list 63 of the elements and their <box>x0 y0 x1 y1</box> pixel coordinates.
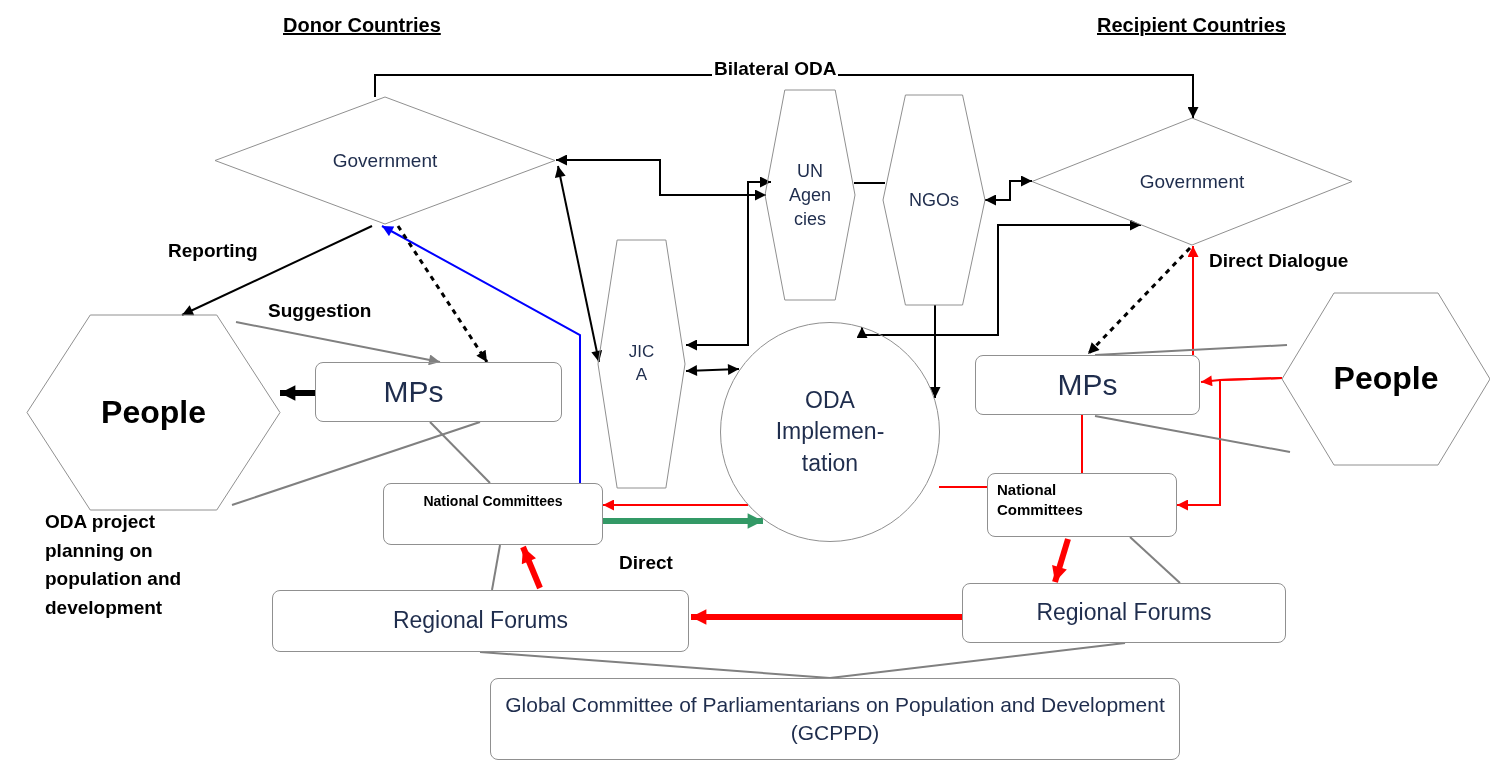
arrow <box>235 321 441 366</box>
node-label: NGOs <box>908 188 960 212</box>
note-text: ODA project planning on population and development <box>45 510 183 620</box>
arrow <box>181 225 373 316</box>
connector-line <box>1094 415 1291 453</box>
hexagon-shape <box>1282 293 1490 465</box>
arrow <box>685 363 740 377</box>
rounded-rectangle <box>975 355 1200 415</box>
arrow <box>520 545 543 590</box>
node-label: Regional Forums <box>391 606 570 636</box>
diamond-shape <box>1032 118 1352 245</box>
rounded-rectangle <box>490 678 1180 760</box>
rounded-rectangle <box>962 583 1286 643</box>
node-label: Regional Forums <box>1035 598 1213 628</box>
node-label: MPs <box>1056 366 1119 403</box>
arrow <box>929 304 941 399</box>
connector-line <box>479 651 831 679</box>
hexagon-shape <box>883 95 985 305</box>
arrow <box>396 225 489 363</box>
connector-line <box>1129 536 1181 584</box>
connector-line <box>1094 344 1288 356</box>
node-label: JIC A <box>627 341 656 386</box>
connector-line <box>429 421 491 484</box>
node-label: Government <box>331 148 439 173</box>
arrow <box>602 499 749 511</box>
arrow <box>1052 538 1071 583</box>
connector-line <box>231 421 481 506</box>
node-label: Government <box>1138 169 1246 194</box>
node-label: National Committees <box>997 480 1084 521</box>
arrow <box>1086 246 1192 356</box>
rounded-rectangle <box>272 590 689 652</box>
arrow <box>1187 245 1199 356</box>
arrow <box>685 176 772 351</box>
rounded-rectangle <box>383 483 603 545</box>
rounded-rectangle <box>987 473 1177 537</box>
arrow <box>603 513 763 529</box>
node-label: ODA Implemen- tation <box>774 386 886 478</box>
connector-line <box>853 182 886 184</box>
column-heading: Recipient Countries <box>1097 13 1286 38</box>
hexagon-shape <box>765 90 855 300</box>
arrow <box>554 165 603 363</box>
node-label: National Committees <box>422 492 564 511</box>
arrow <box>984 175 1033 206</box>
arrow <box>280 385 315 401</box>
node-label: People <box>100 392 207 432</box>
circle-shape <box>720 322 940 542</box>
column-heading: Donor Countries <box>283 13 441 38</box>
connector-line <box>938 486 988 488</box>
node-label: UN Agen cies <box>787 159 832 232</box>
rounded-rectangle <box>315 362 562 422</box>
node-label: MPs <box>382 373 445 410</box>
arrow <box>691 609 962 625</box>
arrow <box>1176 377 1283 511</box>
diamond-shape <box>215 97 555 224</box>
hexagon-shape <box>598 240 685 488</box>
arrow <box>856 219 1142 338</box>
node-label: Global Committee of Parliamentarians on Population and Development (GCPPD) <box>504 691 1166 746</box>
node-label: People <box>1332 359 1440 399</box>
arrow <box>381 225 581 484</box>
arrow <box>555 154 767 201</box>
connector-line <box>1081 414 1083 474</box>
connector-line <box>829 642 1126 679</box>
connector-line <box>491 544 501 591</box>
